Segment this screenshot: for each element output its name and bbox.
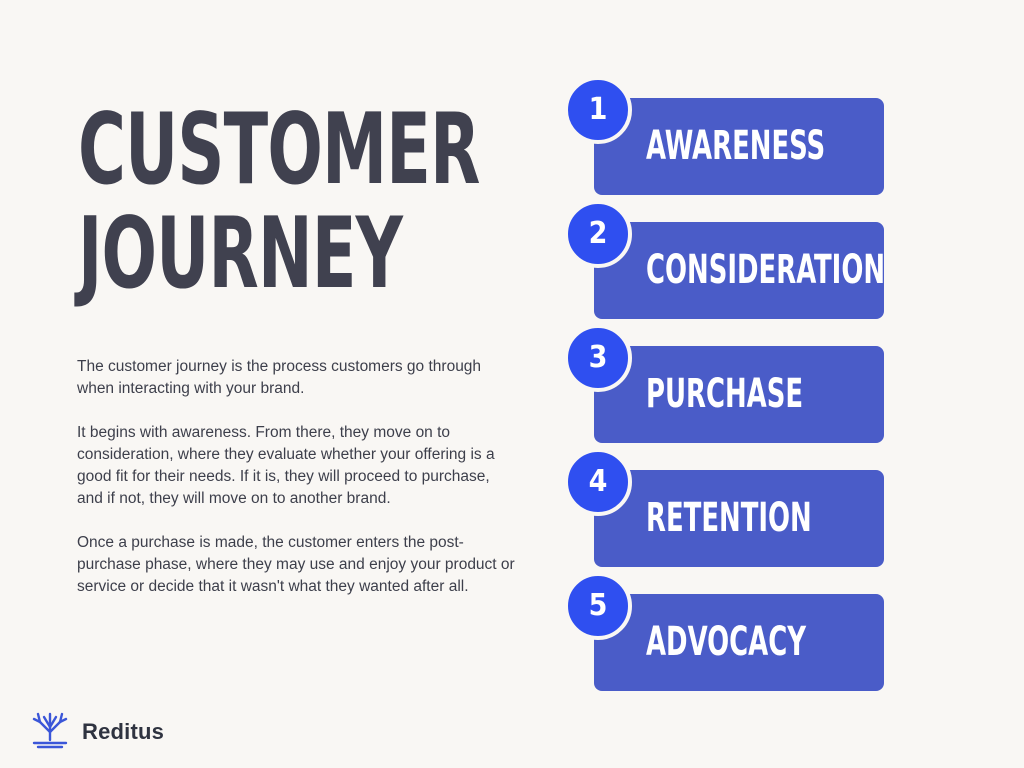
step-consideration: CONSIDERATION 2: [564, 200, 896, 319]
step-box: [594, 222, 884, 319]
step-box: [594, 346, 884, 443]
brand-name: Reditus: [82, 719, 165, 744]
step-retention: RETENTION 4: [564, 448, 896, 567]
step-label: AWARENESS: [646, 123, 826, 169]
step-label: RETENTION: [646, 495, 812, 541]
description-paragraph-3: Once a purchase is made, the customer en…: [77, 534, 515, 595]
brand-logo: Reditus: [28, 710, 164, 754]
description: The customer journey is the process cust…: [77, 356, 517, 620]
step-number-badge: 2: [564, 200, 632, 268]
step-purchase: PURCHASE 3: [564, 324, 896, 443]
description-paragraph-1: The customer journey is the process cust…: [77, 358, 482, 397]
step-number-badge: 3: [564, 324, 632, 392]
step-advocacy: ADVOCACY 5: [564, 572, 896, 691]
step-number-badge: 4: [564, 448, 632, 516]
tree-logo-icon: [28, 710, 72, 755]
title-line-2: JOURNEY: [78, 197, 403, 311]
step-awareness: AWARENESS 1: [564, 76, 896, 195]
step-label: CONSIDERATION: [646, 247, 886, 293]
title-line-1: CUSTOMER: [78, 93, 480, 207]
step-number-badge: 1: [564, 76, 632, 144]
step-box: [594, 98, 884, 195]
step-label: PURCHASE: [646, 371, 804, 417]
journey-steps: AWARENESS 1 CONSIDERATION 2 PURCHASE 3 R…: [564, 76, 896, 698]
description-paragraph-2: It begins with awareness. From there, th…: [77, 424, 495, 507]
page-title: CUSTOMER JOURNEY: [78, 98, 480, 306]
step-number-badge: 5: [564, 572, 632, 640]
step-box: [594, 470, 884, 567]
step-box: [594, 594, 884, 691]
step-label: ADVOCACY: [646, 619, 806, 665]
